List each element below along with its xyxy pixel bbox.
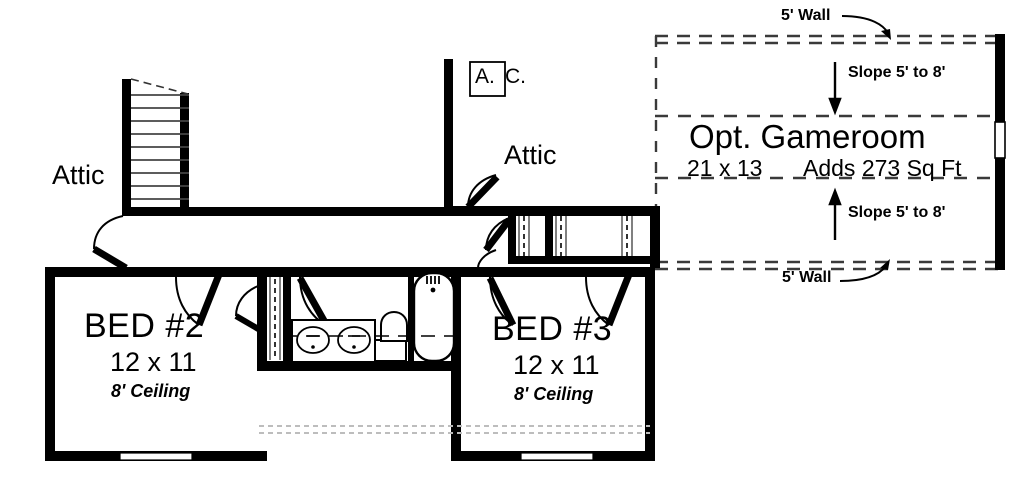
room-label-bed2-ceiling: 8' Ceiling bbox=[111, 381, 191, 401]
staircase bbox=[131, 94, 189, 200]
wall-bed3-top bbox=[451, 267, 655, 277]
slope-arrow-bottom bbox=[828, 187, 842, 240]
leader-wall-top bbox=[841, 15, 891, 40]
note-slope-bottom: Slope 5' to 8' bbox=[848, 204, 946, 221]
wall-attic-right-left bbox=[444, 59, 453, 214]
wall-bed2-top bbox=[45, 267, 267, 277]
closet-shelf-lines bbox=[269, 216, 633, 360]
sink-right bbox=[337, 326, 371, 354]
slope-arrow-top bbox=[828, 62, 842, 116]
door-closet-bed3[interactable] bbox=[483, 217, 512, 253]
wall-bed2-right bbox=[257, 267, 267, 371]
gameroom-name: Opt. Gameroom bbox=[689, 118, 926, 155]
ac-trailing-label: C. bbox=[505, 65, 526, 88]
sink-left bbox=[296, 326, 330, 354]
room-label-bed2-dimensions: 12 x 11 bbox=[110, 347, 197, 377]
room-label-bed3-name: BED #3 bbox=[492, 310, 613, 348]
wall-bath-top bbox=[267, 267, 459, 277]
wall-stair-left bbox=[122, 79, 131, 216]
wall-stair-bottom bbox=[122, 207, 189, 216]
wall-bed3-right bbox=[645, 267, 655, 461]
window-gameroom-right bbox=[994, 121, 1006, 159]
ac-box-label: A. bbox=[475, 65, 495, 88]
wall-closet-bottom bbox=[508, 256, 655, 264]
door-hall[interactable] bbox=[465, 174, 500, 210]
room-label-bed3-ceiling: 8' Ceiling bbox=[514, 384, 594, 404]
stair-top-diagonal bbox=[130, 78, 189, 95]
toilet bbox=[374, 310, 408, 362]
note-wall-top: 5' Wall bbox=[781, 7, 831, 24]
door-bed3-left[interactable] bbox=[486, 276, 517, 327]
room-label-bed2-name: BED #2 bbox=[84, 307, 205, 345]
note-slope-top: Slope 5' to 8' bbox=[848, 64, 946, 81]
wall-closet-left bbox=[508, 214, 516, 262]
window-bed2 bbox=[119, 452, 193, 461]
wall-hall-north bbox=[181, 207, 445, 216]
wall-bath-bottom bbox=[257, 361, 459, 371]
gameroom-right-wall bbox=[994, 34, 1006, 270]
gameroom-adds-sqft: Adds 273 Sq Ft bbox=[803, 155, 962, 181]
wall-stair-right bbox=[180, 93, 189, 216]
wall-attic-right-edge bbox=[650, 206, 660, 268]
wall-bath-partition bbox=[283, 267, 291, 361]
window-bed3 bbox=[520, 452, 594, 461]
bathtub bbox=[412, 271, 456, 363]
door-closet-bed2[interactable] bbox=[234, 285, 262, 333]
wall-attic-right-bottom bbox=[444, 206, 660, 216]
wall-bed2-left bbox=[45, 267, 55, 461]
wall-tub-divider bbox=[408, 270, 414, 362]
note-wall-bottom: 5' Wall bbox=[782, 269, 832, 286]
door-bath-upper[interactable] bbox=[477, 249, 497, 269]
attic-label-left: Attic bbox=[52, 160, 105, 190]
door-bath[interactable] bbox=[296, 276, 331, 328]
gameroom-dimensions: 21 x 13 bbox=[687, 155, 763, 181]
closet-rods bbox=[274, 216, 628, 360]
door-stair[interactable] bbox=[92, 215, 128, 272]
room-label-bed3-dimensions: 12 x 11 bbox=[513, 350, 600, 380]
wall-closet-mid bbox=[545, 214, 553, 262]
attic-label-right: Attic bbox=[504, 140, 557, 170]
windows bbox=[119, 452, 594, 461]
ac-unit-box bbox=[469, 61, 506, 97]
faint-dotted-lines bbox=[259, 425, 650, 434]
door-bed2[interactable] bbox=[175, 270, 224, 327]
leader-wall-bottom bbox=[839, 259, 890, 282]
structure-walls bbox=[45, 59, 660, 461]
doors bbox=[92, 174, 634, 333]
wall-bed3-left bbox=[451, 267, 461, 461]
door-bed3-right[interactable] bbox=[585, 270, 634, 327]
